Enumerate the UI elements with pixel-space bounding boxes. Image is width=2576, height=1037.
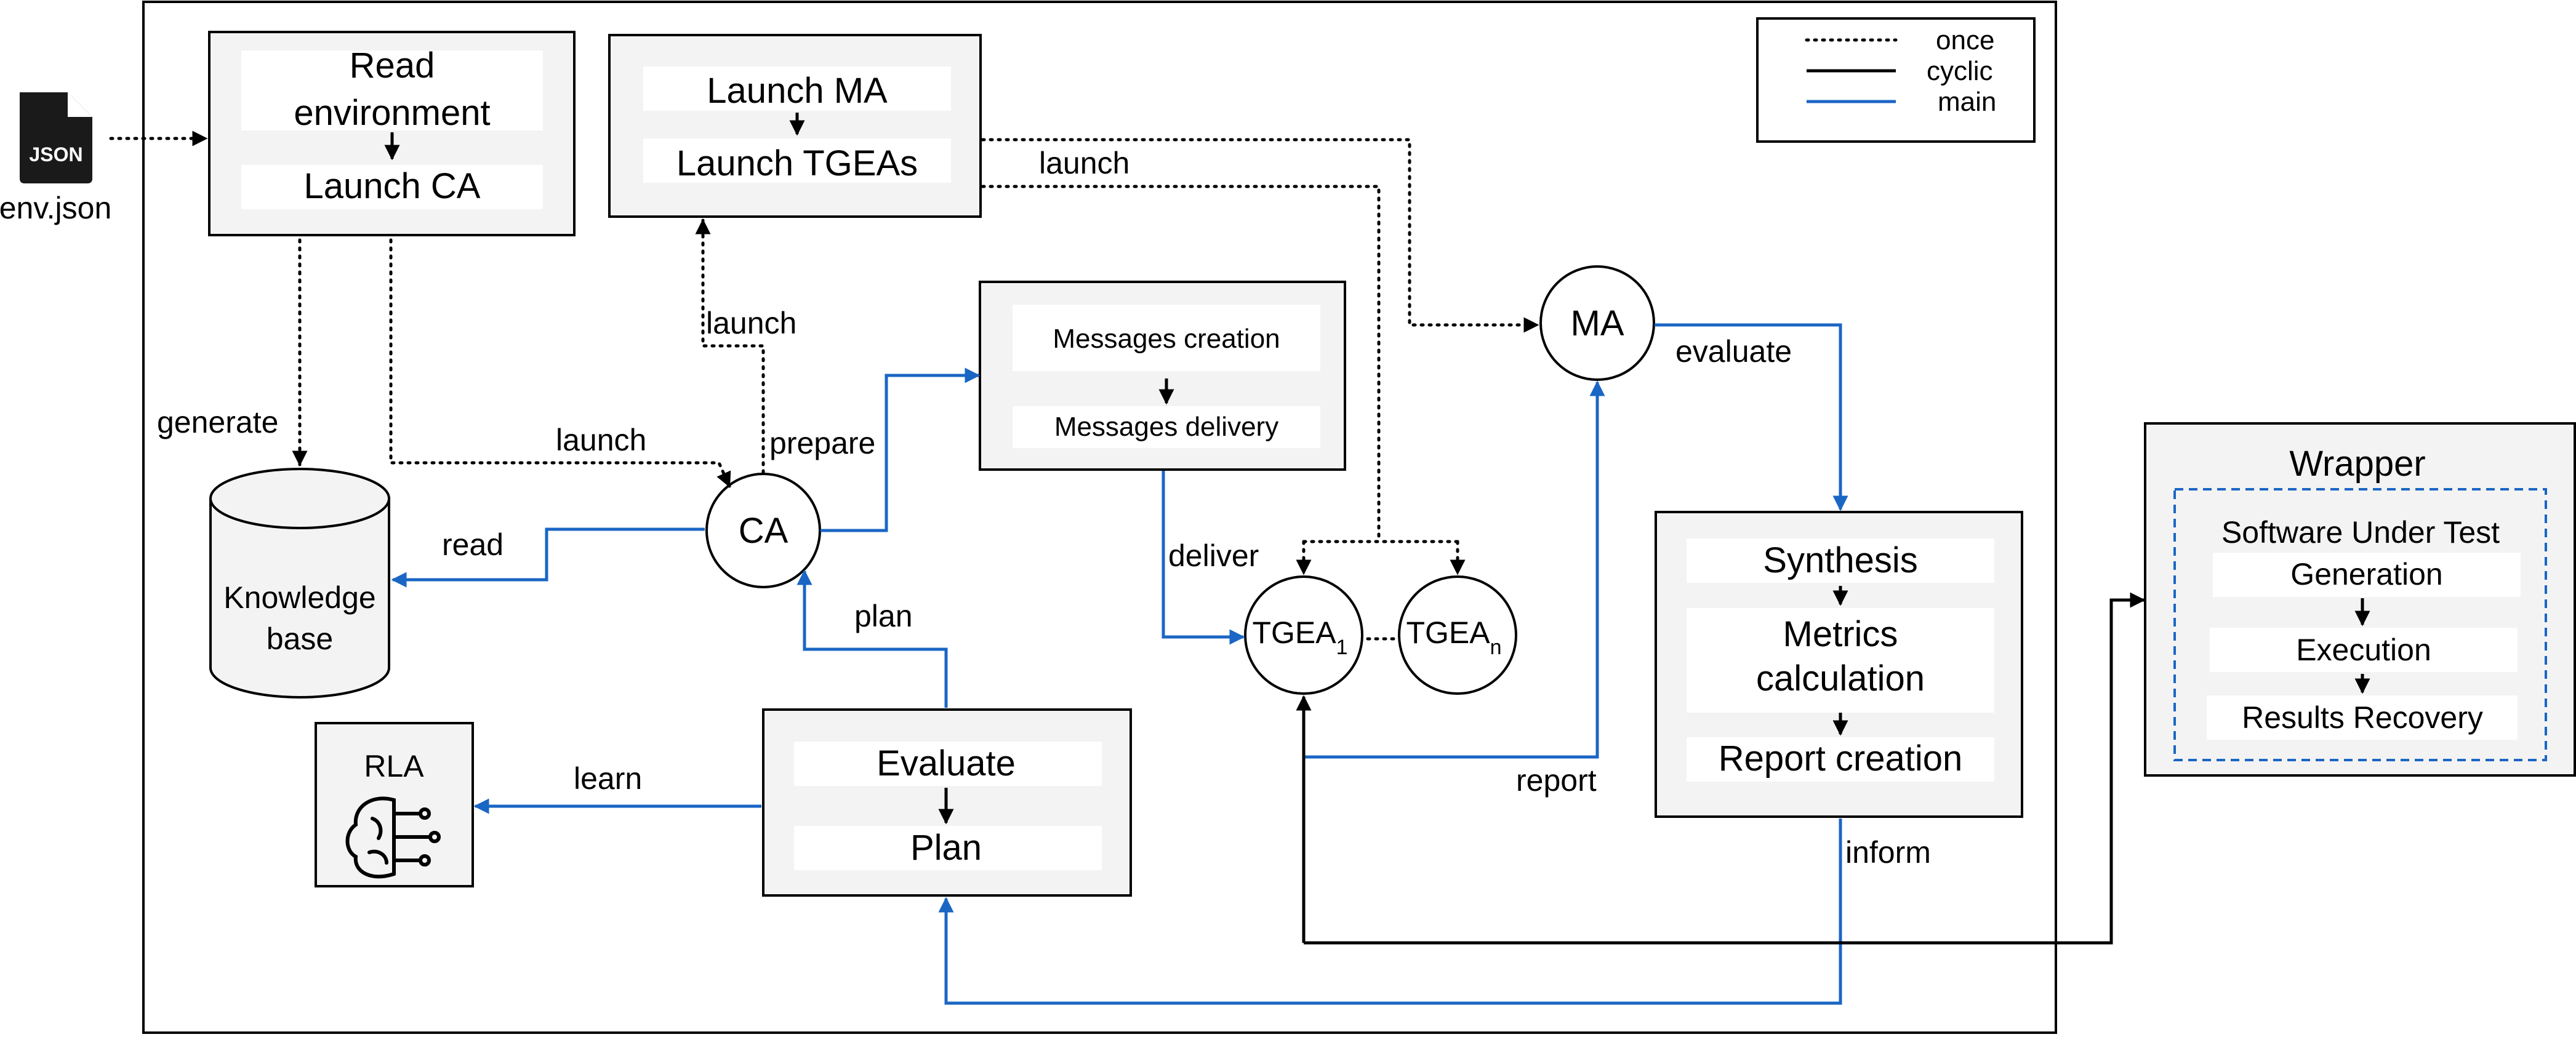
rla-label: RLA (364, 749, 424, 783)
legend: once cyclic main (1756, 17, 2036, 143)
json-badge: JSON (29, 143, 82, 166)
rla-box: RLA (315, 722, 474, 887)
report-box: Synthesis Metrics calculation Report cre… (1655, 511, 2023, 818)
results-recovery-step: Results Recovery (2242, 700, 2483, 735)
edge-plan (796, 569, 948, 708)
synthesis-step: Synthesis (1763, 540, 1917, 580)
edge-read (391, 527, 705, 588)
edge-prepare (821, 367, 981, 532)
knowledge-base: Knowledge base (209, 468, 390, 699)
edge-evaluate (1655, 323, 1848, 511)
read-env-line2: environment (294, 93, 490, 133)
metrics-line1: Metrics (1783, 614, 1898, 654)
label-launch-ca: launch (556, 423, 646, 457)
read-environment-box: Read environment Launch CA (208, 31, 576, 236)
label-generate: generate (157, 405, 278, 439)
kb-line1: Knowledge (223, 580, 375, 615)
tgea-1-node (1244, 575, 1363, 695)
messages-box: Messages creation Messages delivery (979, 281, 1346, 471)
tgea-n-label: TGEAn (1406, 615, 1501, 659)
label-evaluate: evaluate (1675, 334, 1792, 369)
label-launch-tgea: launch (1039, 146, 1130, 180)
edge-launch-tgea (981, 185, 1381, 543)
label-report: report (1516, 763, 1597, 798)
launch-ma-box: Launch MA Launch TGEAs (608, 34, 982, 218)
tgea-1-label: TGEA1 (1252, 615, 1347, 659)
evaluate-step: Evaluate (877, 743, 1016, 783)
ma-label: MA (1571, 303, 1624, 343)
plan-step: Plan (910, 828, 982, 868)
ma-node (1539, 265, 1655, 381)
edge-launch-ma (981, 138, 1539, 333)
ca-label: CA (739, 511, 788, 551)
edge-report (1304, 380, 1605, 759)
edge-launch-ma-box (695, 218, 765, 474)
messages-creation-step: Messages creation (1053, 324, 1280, 354)
legend-once: once (1936, 25, 1994, 55)
label-learn: learn (574, 761, 642, 796)
launch-tgeas-step: Launch TGEAs (676, 143, 918, 183)
system-boundary (142, 1, 2057, 1034)
report-creation-step: Report creation (1719, 739, 1963, 779)
label-prepare: prepare (769, 426, 875, 460)
metrics-line2: calculation (1756, 659, 1925, 699)
kb-line2: base (267, 622, 333, 656)
edge-launch-ca (389, 238, 731, 488)
read-env-line1: Read (350, 46, 435, 86)
launch-ca-step: Launch CA (304, 166, 481, 206)
label-inform: inform (1845, 835, 1931, 870)
edge-wrapper-loop (1304, 592, 2146, 945)
label-deliver: deliver (1168, 539, 1259, 573)
json-file-icon: JSON (20, 92, 92, 183)
launch-ma-step: Launch MA (707, 71, 888, 111)
label-read: read (442, 527, 504, 562)
evaluate-plan-box: Evaluate Plan (762, 708, 1132, 897)
sut-line1: Software Under Test (2221, 515, 2500, 550)
brain-circuit-icon (345, 796, 441, 879)
messages-delivery-step: Messages delivery (1054, 412, 1278, 442)
sut-line2: Generation (2290, 557, 2442, 591)
wrapper-title: Wrapper (2289, 444, 2425, 484)
file-name: env.json (0, 191, 111, 225)
label-plan: plan (854, 599, 913, 633)
legend-main: main (1938, 87, 1996, 117)
execution-step: Execution (2296, 633, 2431, 667)
edge-deliver (1162, 471, 1245, 645)
legend-cyclic: cyclic (1927, 56, 1993, 86)
tgea-n-node (1398, 575, 1517, 695)
edge-inform (938, 819, 1842, 1005)
label-launch-ma-box: launch (706, 306, 796, 340)
wrapper-box: Wrapper Software Under Test Generation E… (2144, 422, 2576, 777)
